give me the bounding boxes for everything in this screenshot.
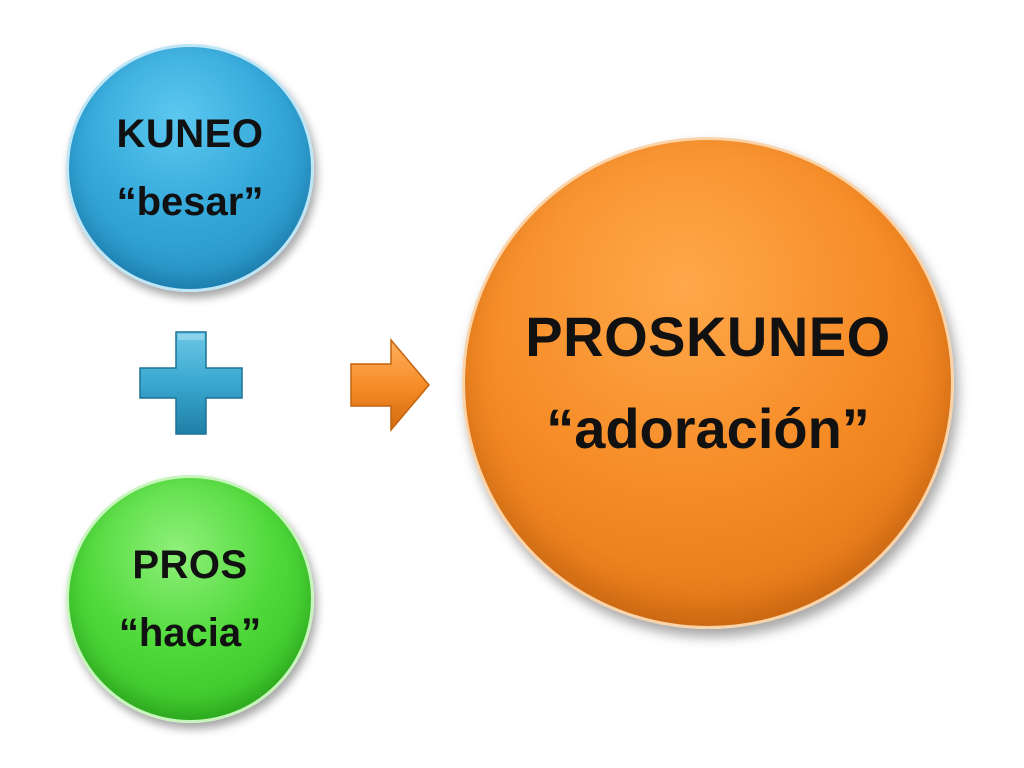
arrow-right-icon bbox=[350, 338, 430, 432]
proskuneo-circle: PROSKUNEO “adoración” bbox=[462, 137, 954, 629]
kuneo-gloss: “besar” bbox=[116, 180, 264, 224]
proskuneo-gloss: “adoración” bbox=[546, 397, 870, 460]
pros-circle: PROS “hacia” bbox=[66, 475, 314, 723]
pros-gloss: “hacia” bbox=[118, 611, 262, 655]
pros-word: PROS bbox=[132, 543, 248, 587]
kuneo-word: KUNEO bbox=[116, 112, 264, 156]
kuneo-circle: KUNEO “besar” bbox=[66, 44, 314, 292]
proskuneo-word: PROSKUNEO bbox=[525, 305, 891, 369]
plus-icon bbox=[139, 331, 243, 435]
